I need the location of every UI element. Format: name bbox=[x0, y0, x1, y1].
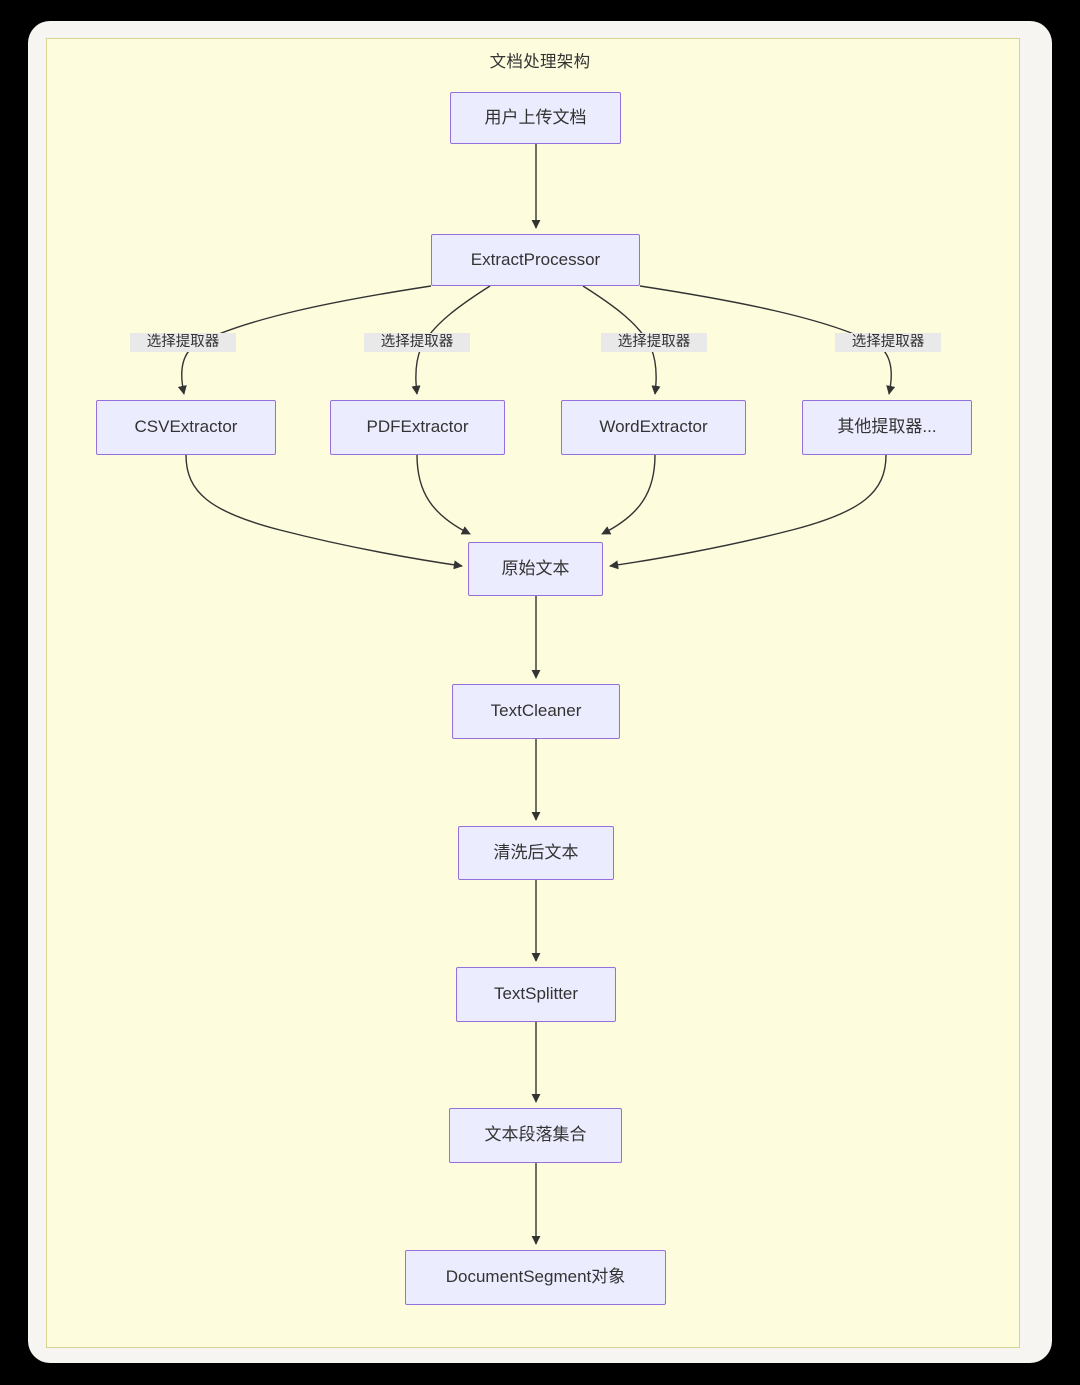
node-label: ExtractProcessor bbox=[470, 249, 601, 269]
node-csv-extractor[interactable]: CSVExtractor bbox=[96, 400, 276, 455]
edge-label-processor-to-word: 选择提取器 bbox=[601, 333, 707, 352]
node-label: 清洗后文本 bbox=[493, 842, 579, 862]
edge-csv-to-rawtext bbox=[185, 454, 463, 570]
edge-label-processor-to-pdf: 选择提取器 bbox=[364, 333, 470, 352]
node-pdf-extractor[interactable]: PDFExtractor bbox=[330, 400, 505, 455]
node-text-cleaner[interactable]: TextCleaner bbox=[452, 684, 620, 739]
node-label: 其他提取器... bbox=[837, 417, 937, 437]
edge-word-to-rawtext bbox=[601, 454, 656, 535]
edge-label-processor-to-csv: 选择提取器 bbox=[130, 333, 236, 352]
node-upload[interactable]: 用户上传文档 bbox=[450, 92, 621, 144]
node-word-extractor[interactable]: WordExtractor bbox=[561, 400, 746, 455]
node-document-segment-object[interactable]: DocumentSegment对象 bbox=[405, 1250, 666, 1305]
edge-other-to-rawtext bbox=[609, 454, 887, 570]
node-text-segments[interactable]: 文本段落集合 bbox=[449, 1108, 622, 1163]
edge-pdf-to-rawtext bbox=[416, 454, 471, 535]
node-label: 文本段落集合 bbox=[484, 1125, 587, 1145]
node-text-splitter[interactable]: TextSplitter bbox=[456, 967, 616, 1022]
node-raw-text[interactable]: 原始文本 bbox=[468, 542, 603, 596]
node-label: PDFExtractor bbox=[366, 417, 469, 437]
node-label: 原始文本 bbox=[501, 558, 570, 578]
node-other-extractor[interactable]: 其他提取器... bbox=[802, 400, 972, 455]
node-label: TextSplitter bbox=[493, 984, 579, 1004]
node-label: CSVExtractor bbox=[134, 417, 238, 437]
node-cleaned-text[interactable]: 清洗后文本 bbox=[458, 826, 614, 880]
node-extract-processor[interactable]: ExtractProcessor bbox=[431, 234, 640, 286]
node-label: 用户上传文档 bbox=[484, 107, 587, 127]
diagram-title: 文档处理架构 bbox=[489, 53, 591, 71]
node-label: WordExtractor bbox=[599, 417, 708, 437]
edge-label-processor-to-other: 选择提取器 bbox=[835, 333, 941, 352]
node-label: TextCleaner bbox=[490, 701, 582, 721]
node-label: DocumentSegment对象 bbox=[445, 1267, 626, 1287]
